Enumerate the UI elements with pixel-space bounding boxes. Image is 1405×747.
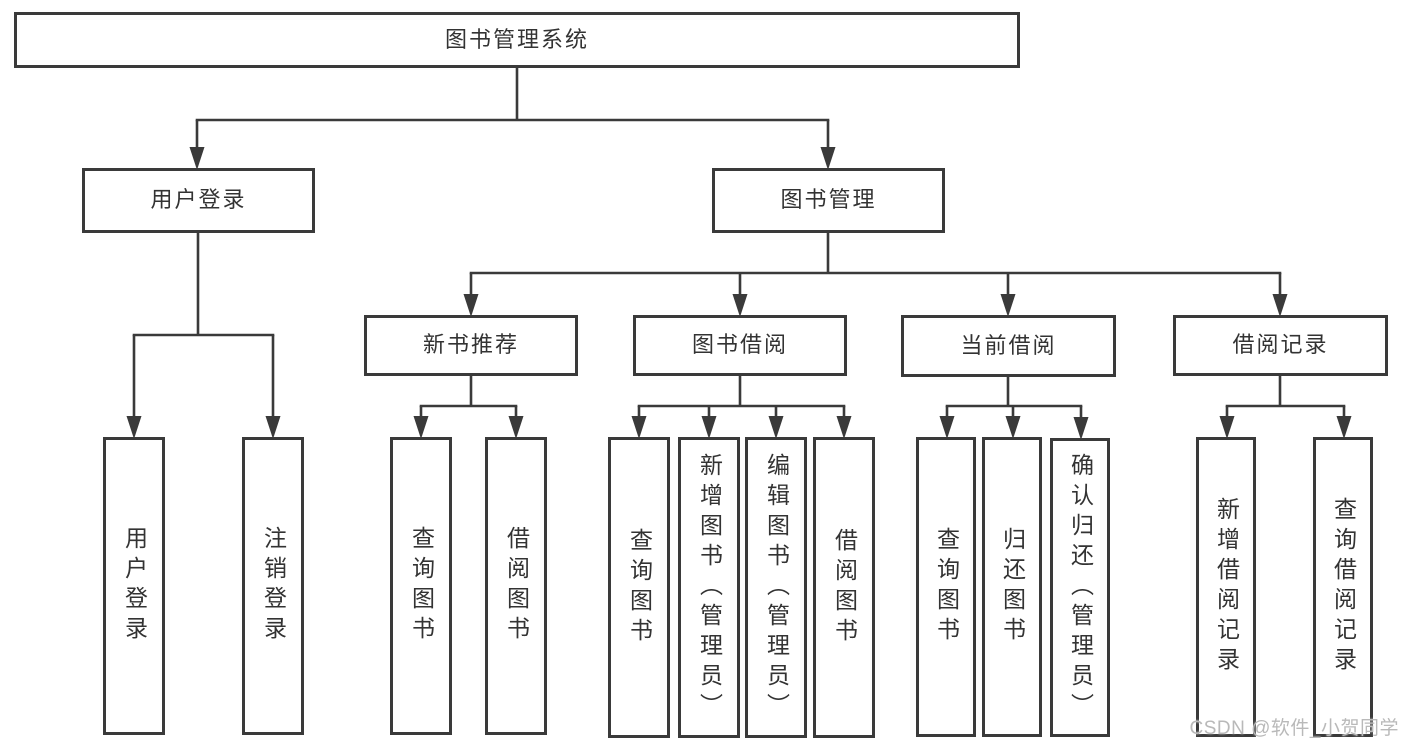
node-user-login-branch: 用户登录 bbox=[82, 168, 315, 233]
node-borrowing-records: 借阅记录 bbox=[1173, 315, 1388, 376]
node-leaf-borrow-books-recommend: 借阅图书 bbox=[485, 437, 547, 735]
node-leaf-query-borrow-record: 查询借阅记录 bbox=[1313, 437, 1373, 737]
node-leaf-query-books-borrowing: 查询图书 bbox=[608, 437, 670, 738]
node-book-borrowing: 图书借阅 bbox=[633, 315, 847, 376]
node-leaf-add-borrow-record: 新增借阅记录 bbox=[1196, 437, 1256, 737]
node-leaf-borrow-books-borrowing: 借阅图书 bbox=[813, 437, 875, 738]
node-leaf-confirm-return-admin: 确认归还（管理员） bbox=[1050, 438, 1110, 737]
node-book-management-branch: 图书管理 bbox=[712, 168, 945, 233]
node-leaf-return-books: 归还图书 bbox=[982, 437, 1042, 737]
node-leaf-edit-books-admin: 编辑图书（管理员） bbox=[745, 437, 807, 738]
node-leaf-user-login: 用户登录 bbox=[103, 437, 165, 735]
node-root-library-management-system: 图书管理系统 bbox=[14, 12, 1020, 68]
csdn-watermark: CSDN @软件_小贺同学 bbox=[1189, 718, 1399, 739]
node-leaf-query-books-current: 查询图书 bbox=[916, 437, 976, 737]
node-leaf-query-books-recommend: 查询图书 bbox=[390, 437, 452, 735]
node-current-borrowing: 当前借阅 bbox=[901, 315, 1116, 377]
node-new-book-recommendation: 新书推荐 bbox=[364, 315, 578, 376]
node-leaf-add-books-admin: 新增图书（管理员） bbox=[678, 437, 740, 738]
node-leaf-logout: 注销登录 bbox=[242, 437, 304, 735]
